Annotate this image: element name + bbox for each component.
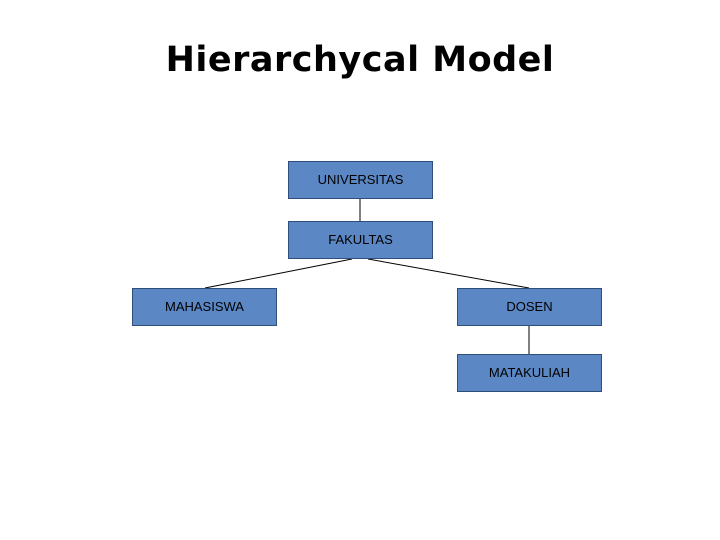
node-universitas-label: UNIVERSITAS — [317, 171, 404, 187]
page-title: Hierarchycal Model — [165, 40, 555, 80]
node-matakuliah-label: MATAKULIAH — [488, 364, 571, 380]
edge-fakultas-dosen — [367, 258, 530, 289]
edge-fakultas-mahasiswa — [204, 258, 353, 289]
node-fakultas-label: FAKULTAS — [328, 231, 393, 247]
node-universitas[interactable]: UNIVERSITAS — [288, 161, 433, 199]
node-matakuliah[interactable]: MATAKULIAH — [457, 354, 602, 392]
node-mahasiswa[interactable]: MAHASISWA — [132, 288, 277, 326]
node-mahasiswa-label: MAHASISWA — [165, 298, 244, 314]
node-dosen[interactable]: DOSEN — [457, 288, 602, 326]
node-fakultas[interactable]: FAKULTAS — [288, 221, 433, 259]
node-dosen-label: DOSEN — [506, 298, 553, 314]
